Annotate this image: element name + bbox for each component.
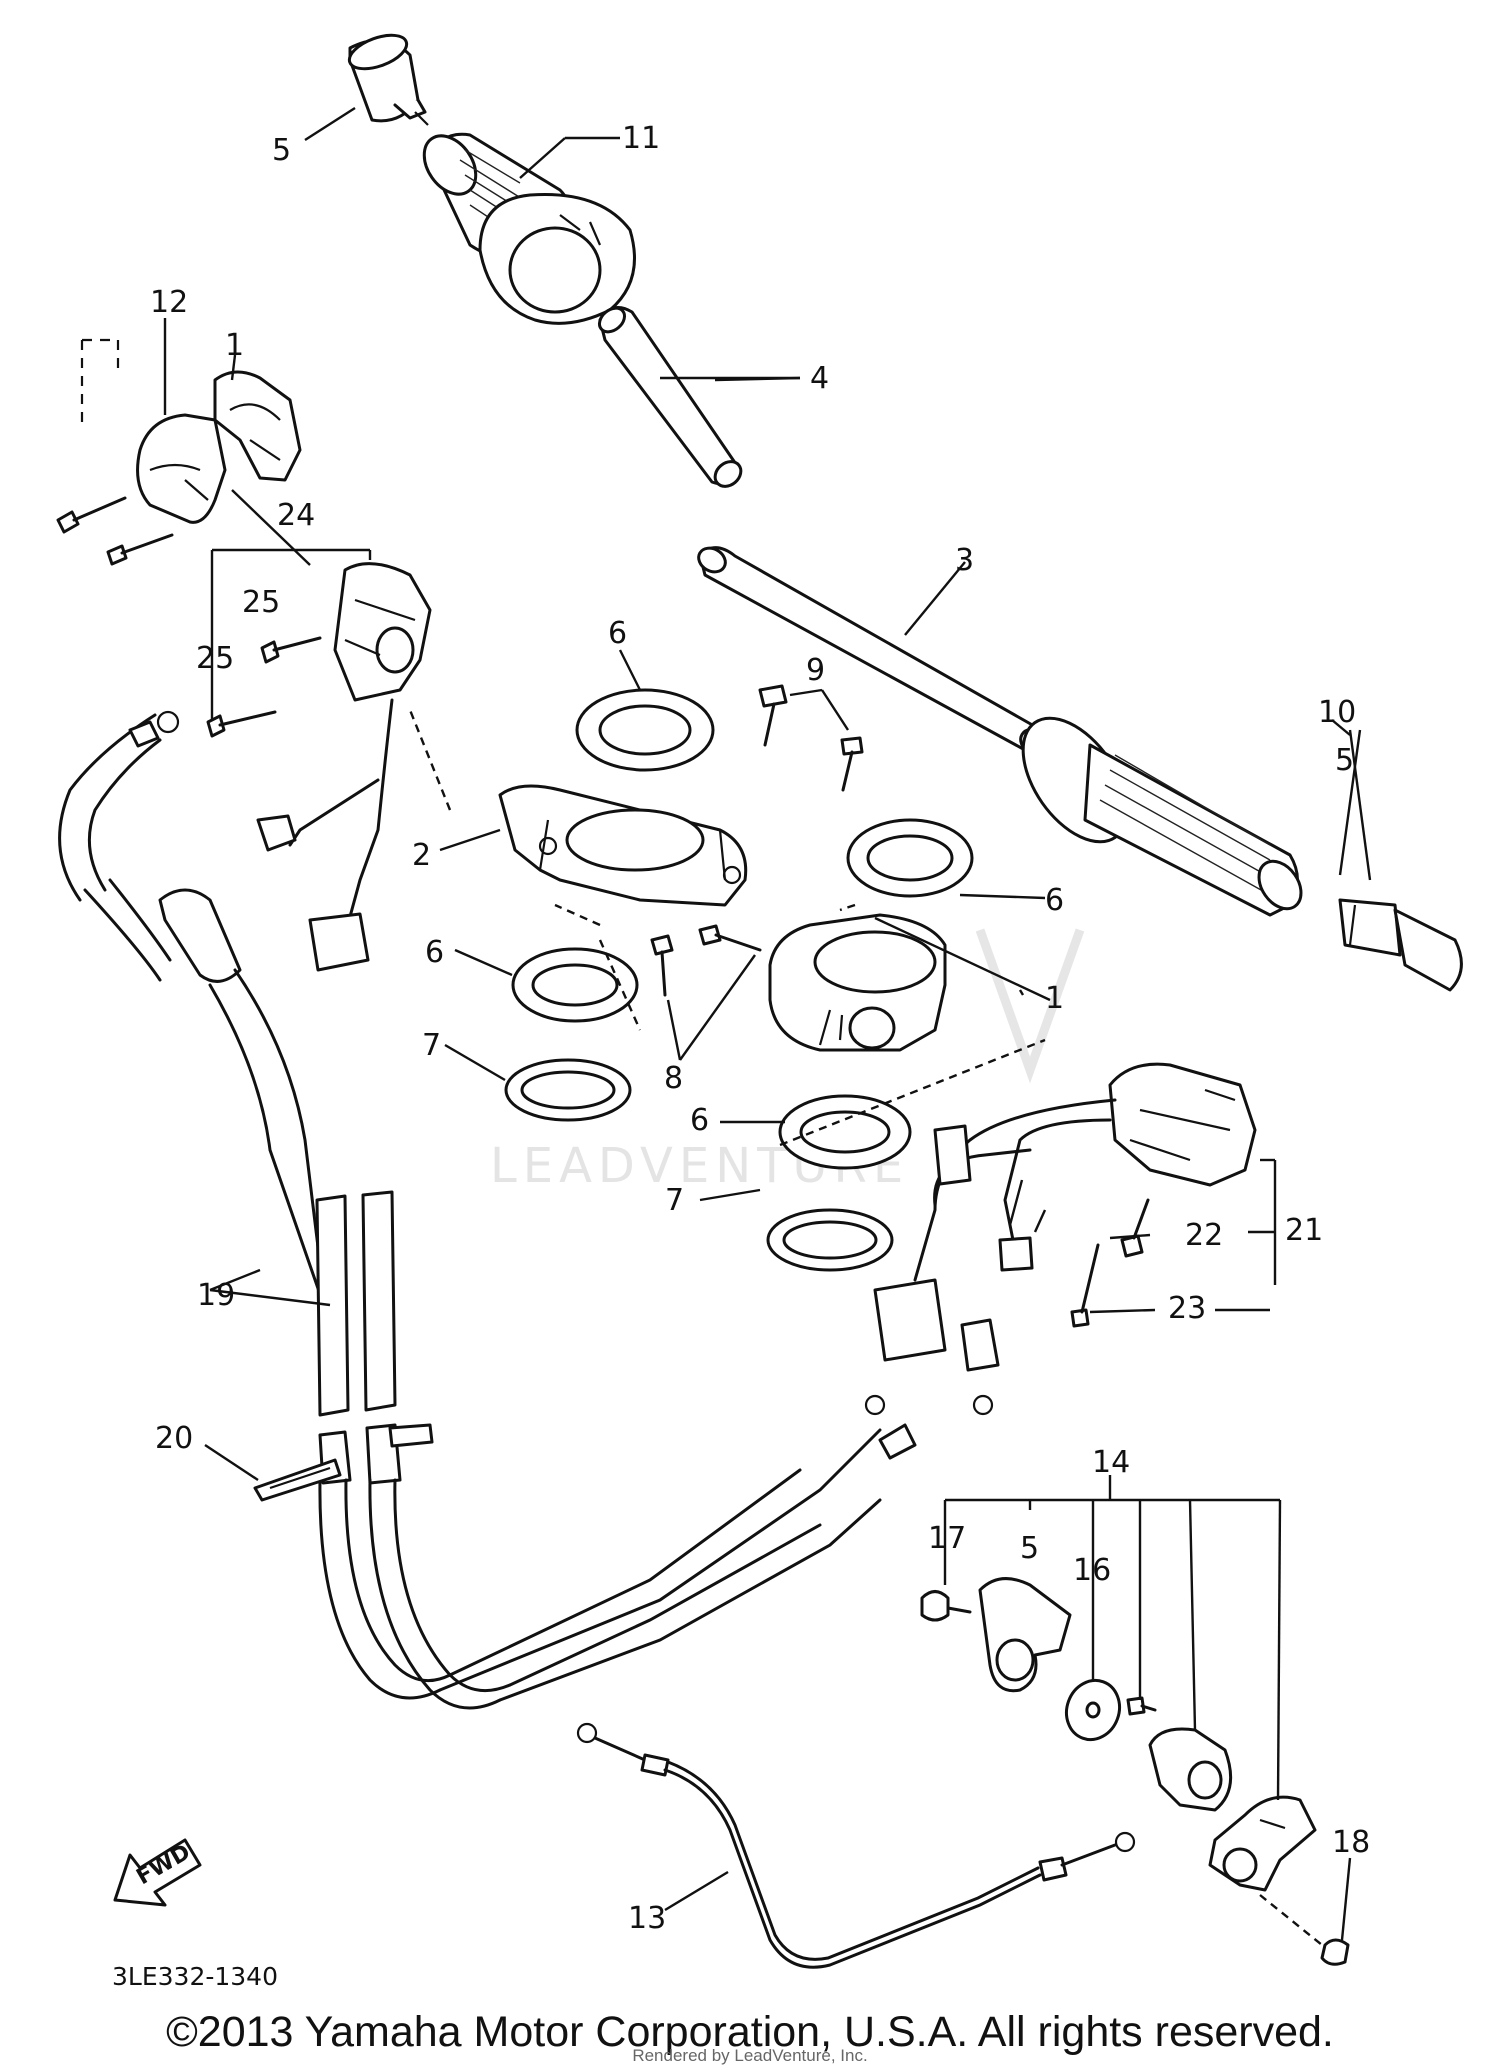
part-24-switch-assembly[interactable] <box>256 562 432 972</box>
callout-21: 21 <box>1285 1213 1323 1248</box>
part-6-ring-upper[interactable] <box>575 688 715 772</box>
part-14-lever-bracket[interactable] <box>1208 1795 1317 1892</box>
part-12-housing-half[interactable] <box>136 413 227 524</box>
callout-25-lower: 25 <box>196 641 234 676</box>
callout-16: 16 <box>1073 1553 1111 1588</box>
part-25-screw-lower[interactable] <box>206 710 277 738</box>
leader-lines <box>163 106 1372 1941</box>
copyright-notice: ©2013 Yamaha Motor Corporation, U.S.A. A… <box>166 2008 1334 2056</box>
part-14-small-screw[interactable] <box>1126 1696 1157 1716</box>
part-6-ring-right[interactable] <box>846 818 974 898</box>
diagram-code: 3LE332-1340 <box>112 1962 278 1991</box>
callout-20: 20 <box>155 1421 193 1456</box>
part-5-lever-bracket[interactable] <box>978 1577 1072 1693</box>
part-6-ring-left[interactable] <box>511 947 639 1023</box>
part-18-bolt[interactable] <box>1320 1938 1350 1966</box>
part-20-cable-tie[interactable] <box>253 1458 342 1502</box>
part-5-grip-end-right[interactable] <box>1338 898 1463 992</box>
part-25-screw-upper[interactable] <box>260 636 322 664</box>
optional-part-outline <box>80 338 120 430</box>
callout-17: 17 <box>928 1521 966 1556</box>
part-16-washer[interactable] <box>1058 1673 1127 1747</box>
fwd-arrow-icon: FWD <box>113 1838 202 1907</box>
part-screw-housing-a[interactable] <box>56 496 127 534</box>
part-5-grip-end-top[interactable] <box>345 29 429 126</box>
part-7-ring-right[interactable] <box>766 1208 894 1272</box>
callout-9: 9 <box>806 653 825 688</box>
callout-25-upper: 25 <box>242 585 280 620</box>
part-17-bolt[interactable] <box>920 1590 972 1622</box>
callout-1-lower: 1 <box>1045 981 1064 1016</box>
callout-2: 2 <box>412 838 431 873</box>
callout-6-lower: 6 <box>690 1103 709 1138</box>
part-6-ring-lower[interactable] <box>778 1094 912 1170</box>
callout-18: 18 <box>1332 1825 1370 1860</box>
callout-5-right: 5 <box>1335 743 1354 778</box>
callout-22: 22 <box>1185 1218 1223 1253</box>
callout-8: 8 <box>664 1061 683 1096</box>
callout-5-lower: 5 <box>1020 1531 1039 1566</box>
part-13-clutch-cable[interactable] <box>576 1722 1136 1969</box>
callout-6-right: 6 <box>1045 883 1064 918</box>
part-2-holder[interactable] <box>498 784 748 907</box>
part-21-right-switch-assembly[interactable] <box>873 1062 1257 1372</box>
part-11-throttle-grip[interactable] <box>414 126 636 325</box>
part-7-ring-left[interactable] <box>504 1058 632 1122</box>
part-8-screw-a[interactable] <box>650 934 674 997</box>
callout-1-top: 1 <box>225 328 244 363</box>
leader-18-dash <box>1259 1894 1323 1946</box>
part-screw-housing-b[interactable] <box>106 533 174 566</box>
watermark-logo <box>975 928 1085 1084</box>
callout-14: 14 <box>1092 1445 1130 1480</box>
part-10-grip[interactable] <box>1002 700 1310 917</box>
part-4-throttle-tube[interactable] <box>595 303 746 491</box>
callout-19: 19 <box>197 1278 235 1313</box>
callout-4: 4 <box>810 361 829 396</box>
callout-24: 24 <box>277 498 315 533</box>
callout-11: 11 <box>622 121 660 156</box>
part-14-cover[interactable] <box>1148 1727 1233 1812</box>
callout-5-top: 5 <box>272 133 291 168</box>
callout-3: 3 <box>955 543 974 578</box>
part-9-screw-a[interactable] <box>758 684 788 747</box>
callout-6-top: 6 <box>608 616 627 651</box>
callout-7-right: 7 <box>665 1183 684 1218</box>
callout-23: 23 <box>1168 1291 1206 1326</box>
part-3-handlebar[interactable] <box>694 543 1054 759</box>
part-9-screw-b[interactable] <box>840 736 864 792</box>
part-8-screw-b[interactable] <box>698 924 762 952</box>
part-1-throttle-housing-upper[interactable] <box>213 370 302 482</box>
callout-6-left: 6 <box>425 935 444 970</box>
callout-10: 10 <box>1318 695 1356 730</box>
part-23-screw[interactable] <box>1070 1243 1100 1328</box>
callout-7-left: 7 <box>422 1028 441 1063</box>
part-1-throttle-housing-lower[interactable] <box>768 913 947 1052</box>
part-22-screw[interactable] <box>1120 1198 1150 1258</box>
rendered-by-credit: Rendered by LeadVenture, Inc. <box>632 2046 868 2065</box>
callout-12: 12 <box>150 285 188 320</box>
part-19-throttle-cables[interactable] <box>58 710 994 1710</box>
callout-13: 13 <box>628 1901 666 1936</box>
